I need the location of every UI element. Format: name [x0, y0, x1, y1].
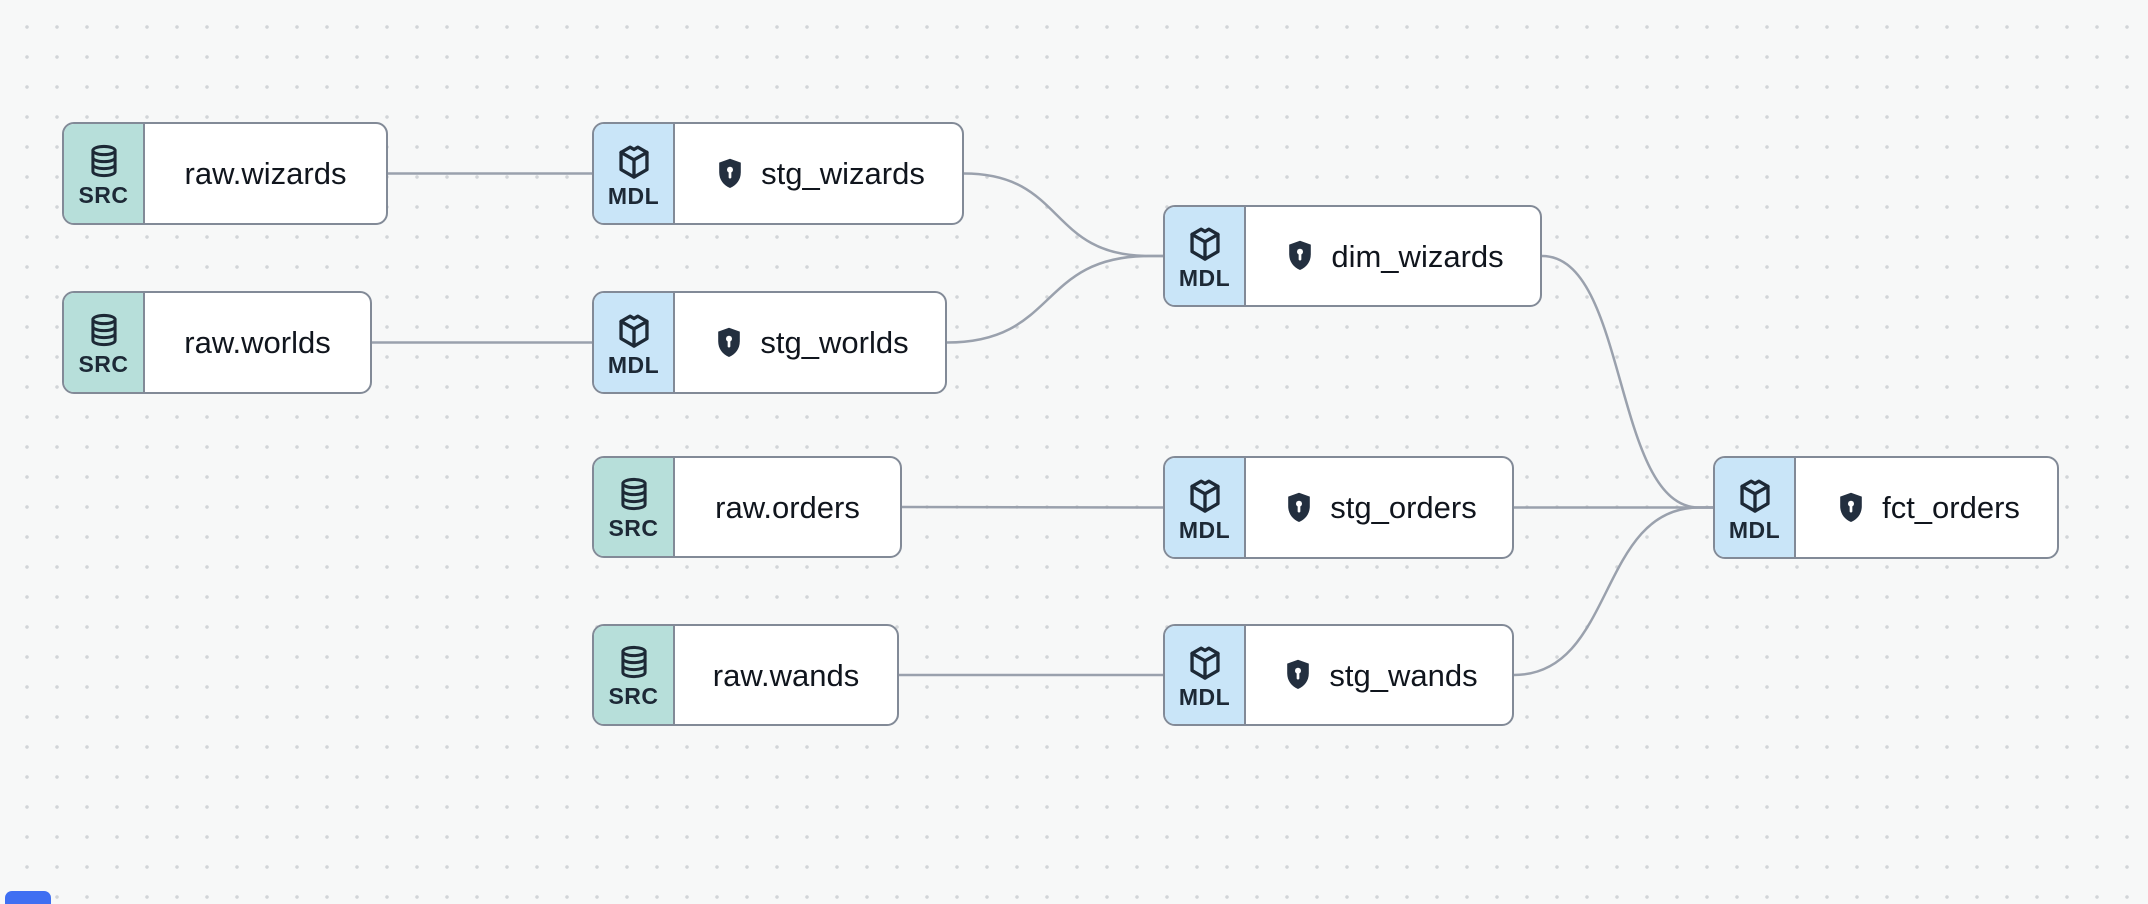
- database-icon: [85, 310, 123, 350]
- lineage-node-dim_wizards[interactable]: MDL dim_wizards: [1163, 205, 1542, 307]
- cube-icon: [1184, 641, 1226, 683]
- source-badge: SRC: [64, 293, 145, 392]
- node-body: raw.wizards: [145, 124, 386, 223]
- edge-stg_wizards-dim_wizards: [962, 172, 1165, 258]
- lineage-node-fct_orders[interactable]: MDL fct_orders: [1713, 456, 2059, 559]
- model-badge: MDL: [1165, 626, 1246, 724]
- node-label: fct_orders: [1882, 490, 2020, 525]
- source-badge: SRC: [64, 124, 145, 223]
- model-badge: MDL: [594, 124, 675, 223]
- badge-label: SRC: [78, 350, 129, 377]
- node-label: stg_wands: [1329, 657, 1478, 693]
- shield-lock-icon: [1833, 488, 1869, 528]
- node-label: stg_wizards: [761, 156, 925, 191]
- edge-raw.orders-stg_orders: [900, 505, 1165, 509]
- database-icon: [615, 474, 653, 514]
- badge-label: SRC: [608, 683, 659, 709]
- database-icon: [85, 141, 123, 181]
- edge-stg_wands-fct_orders: [1512, 506, 1715, 677]
- node-body: stg_wands: [1246, 626, 1512, 724]
- node-label: raw.worlds: [184, 325, 331, 360]
- node-label: stg_orders: [1330, 490, 1477, 525]
- lineage-node-raw.wands[interactable]: SRC raw.wands: [592, 624, 899, 726]
- node-label: stg_worlds: [760, 325, 909, 360]
- node-label: raw.orders: [715, 489, 860, 525]
- cube-icon: [1184, 474, 1226, 516]
- badge-label: MDL: [1178, 265, 1231, 291]
- node-body: raw.worlds: [145, 293, 370, 392]
- node-body: fct_orders: [1796, 458, 2057, 557]
- badge-label: MDL: [607, 182, 660, 209]
- cube-icon: [1734, 474, 1776, 516]
- partial-blue-button[interactable]: [5, 891, 51, 904]
- node-body: raw.orders: [675, 458, 900, 556]
- shield-lock-icon: [1280, 655, 1316, 695]
- node-label: dim_wizards: [1331, 238, 1504, 274]
- badge-label: MDL: [1178, 516, 1231, 543]
- node-label: raw.wizards: [184, 156, 347, 191]
- shield-lock-icon: [1282, 236, 1318, 276]
- badge-label: MDL: [1178, 684, 1231, 710]
- lineage-node-raw.worlds[interactable]: SRC raw.worlds: [62, 291, 372, 394]
- model-badge: MDL: [1715, 458, 1796, 557]
- model-badge: MDL: [1165, 458, 1246, 557]
- cube-icon: [613, 140, 655, 182]
- source-badge: SRC: [594, 458, 675, 556]
- cube-icon: [1184, 222, 1226, 264]
- edge-dim_wizards-fct_orders: [1540, 254, 1715, 509]
- lineage-node-stg_orders[interactable]: MDL stg_orders: [1163, 456, 1514, 559]
- shield-lock-icon: [1281, 488, 1317, 528]
- source-badge: SRC: [594, 626, 675, 724]
- node-body: stg_wizards: [675, 124, 962, 223]
- lineage-node-stg_wizards[interactable]: MDL stg_wizards: [592, 122, 964, 225]
- node-body: stg_orders: [1246, 458, 1512, 557]
- node-body: raw.wands: [675, 626, 897, 724]
- badge-label: SRC: [608, 515, 659, 541]
- edge-stg_worlds-dim_wizards: [945, 254, 1165, 344]
- lineage-node-raw.wizards[interactable]: SRC raw.wizards: [62, 122, 388, 225]
- model-badge: MDL: [1165, 207, 1246, 305]
- node-label: raw.wands: [712, 657, 860, 693]
- node-body: dim_wizards: [1246, 207, 1540, 305]
- cube-icon: [613, 309, 655, 351]
- model-badge: MDL: [594, 293, 675, 392]
- node-body: stg_worlds: [675, 293, 945, 392]
- database-icon: [615, 642, 653, 682]
- badge-label: MDL: [1728, 516, 1781, 543]
- lineage-node-stg_worlds[interactable]: MDL stg_worlds: [592, 291, 947, 394]
- shield-lock-icon: [712, 154, 748, 194]
- lineage-node-stg_wands[interactable]: MDL stg_wands: [1163, 624, 1514, 726]
- badge-label: MDL: [607, 351, 660, 378]
- shield-lock-icon: [711, 323, 747, 363]
- badge-label: SRC: [78, 181, 129, 208]
- lineage-node-raw.orders[interactable]: SRC raw.orders: [592, 456, 902, 558]
